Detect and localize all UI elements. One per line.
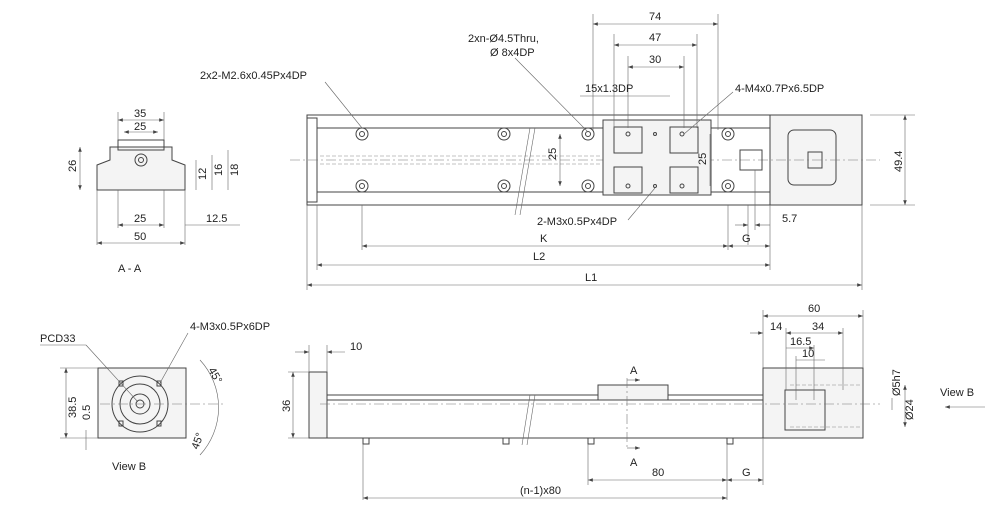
dim-34: 34: [812, 321, 824, 333]
dim-25-bottom: 25: [134, 213, 146, 225]
dim-18: 18: [229, 164, 241, 176]
carriage: [602, 119, 712, 196]
dim-10-shaft: 10: [802, 348, 814, 360]
dim-50: 50: [134, 231, 146, 243]
section-label-a-top: A: [630, 365, 638, 377]
view-b-title: View B: [112, 461, 146, 473]
dim-5-7: 5.7: [782, 213, 797, 225]
dim-30: 30: [649, 54, 661, 66]
mounting-holes: [355, 127, 735, 193]
dim-16: 16: [213, 164, 225, 176]
top-view: 74 47 30 15x1.3DP 2xn-Ø4.5Thru, Ø 8x4DP …: [200, 11, 915, 290]
callout-m4-holes: 4-M4x0.7Px6.5DP: [735, 83, 824, 95]
dim-L1: L1: [585, 272, 597, 284]
dim-12: 12: [197, 168, 209, 180]
dim-25-carriage: 25: [697, 153, 709, 165]
dim-38-5: 38.5: [67, 397, 79, 418]
dim-60: 60: [808, 303, 820, 315]
dim-12-5: 12.5: [206, 213, 227, 225]
angle-45-top: 45°: [205, 366, 224, 386]
view-b: 38.5 0.5 PCD33 4-M3x0.5Px6DP 45° 45° Vie…: [40, 321, 270, 473]
dim-35: 35: [134, 108, 146, 120]
view-b-arrow-label: View B: [940, 387, 974, 399]
dim-25-top: 25: [134, 121, 146, 133]
dim-49-4: 49.4: [893, 151, 905, 172]
callout-thru-holes: 2xn-Ø4.5Thru,: [468, 33, 539, 45]
dim-shaft-dia: Ø5h7: [891, 369, 903, 396]
dim-24: Ø24: [904, 399, 916, 420]
dim-80: 80: [652, 467, 664, 479]
dim-25-holes: 25: [547, 148, 559, 160]
dim-36: 36: [281, 400, 293, 412]
section-a-a: 35 25 26 12 16 18 25 12.5 50 A - A: [67, 108, 241, 275]
side-view: 10 36 A A 60 14 34 16.5 10 Ø5h7 Ø24 View…: [281, 303, 985, 500]
section-label-a-bottom: A: [630, 457, 638, 469]
callout-counterbore: Ø 8x4DP: [490, 47, 535, 59]
dim-74: 74: [649, 11, 661, 23]
dim-10-plate: 10: [350, 341, 362, 353]
callout-m26-holes: 2x2-M2.6x0.45Px4DP: [200, 70, 307, 82]
dim-L2: L2: [533, 251, 545, 263]
dim-47: 47: [649, 32, 661, 44]
dim-0-5: 0.5: [81, 405, 93, 420]
dim-G-top: G: [742, 233, 751, 245]
callout-groove: 15x1.3DP: [585, 83, 633, 95]
callout-m3: 4-M3x0.5Px6DP: [190, 321, 270, 333]
callout-m3-holes: 2-M3x0.5Px4DP: [537, 216, 617, 228]
dim-K: K: [540, 233, 548, 245]
dim-14: 14: [770, 321, 782, 333]
dim-16-5: 16.5: [790, 336, 811, 348]
section-title: A - A: [118, 263, 142, 275]
dim-pitch: (n-1)x80: [520, 485, 561, 497]
dim-G-side: G: [742, 467, 751, 479]
angle-45-bottom: 45°: [190, 431, 207, 451]
callout-pcd: PCD33: [40, 333, 75, 345]
dim-26: 26: [67, 160, 79, 172]
